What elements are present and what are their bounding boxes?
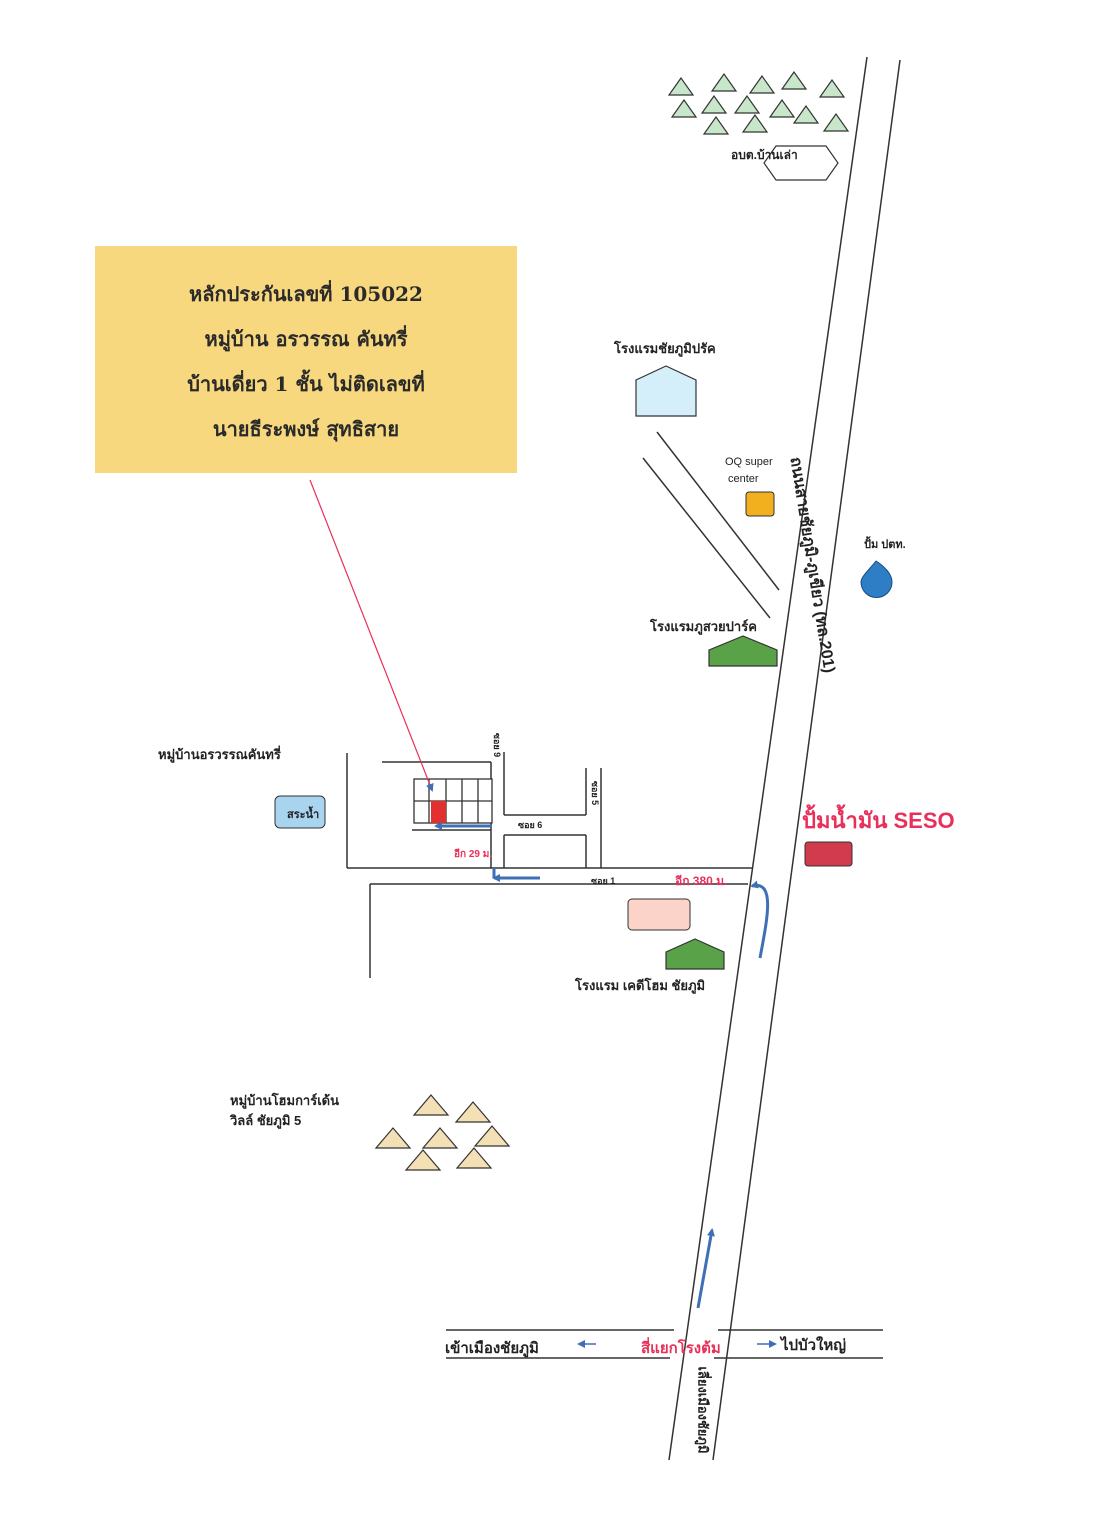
pointer-line bbox=[309, 479, 434, 792]
owner-name: นายธีระพงษ์ สุทธิสาย bbox=[212, 417, 400, 441]
pink-building-icon bbox=[627, 898, 691, 931]
village-house-grid bbox=[413, 778, 493, 824]
collateral-number: หลักประกันเลขที่ 105022 bbox=[189, 282, 423, 306]
label-ptt-pump: ปั้ม ปตท. bbox=[864, 539, 906, 551]
hotel-kd-icon bbox=[665, 938, 725, 970]
label-to-city: เข้าเมืองชัยภูมิ bbox=[445, 1340, 539, 1357]
obt-office-shape bbox=[763, 145, 839, 181]
label-hotel-chaiyaphum-park: โรงแรมชัยภูมิปรัค bbox=[614, 341, 716, 356]
label-bypass: เลี่ยงเมืองชัยภูมิ bbox=[695, 1366, 711, 1454]
main-road bbox=[668, 56, 901, 1461]
label-oq-line2: center bbox=[728, 473, 759, 485]
label-to-buayai: ไปบัวใหญ่ bbox=[781, 1337, 847, 1354]
cross-road bbox=[446, 1329, 883, 1359]
soi1-road bbox=[346, 753, 752, 978]
target-house bbox=[431, 801, 446, 823]
label-pond: สระน้ำ bbox=[287, 809, 320, 821]
collateral-info-box: หลักประกันเลขที่ 105022 หมู่บ้าน อรวรรณ … bbox=[95, 246, 517, 473]
side-road-hotel bbox=[642, 431, 780, 619]
label-obt: อบต.บ้านเล่า bbox=[731, 148, 798, 162]
label-soi9: ซอย 9 bbox=[492, 732, 502, 758]
hotel-chaiyaphum-park-icon bbox=[635, 365, 697, 417]
route-arrows bbox=[434, 822, 777, 1348]
label-soi1: ซอย 1 bbox=[591, 876, 616, 886]
village-home-garden-triangles bbox=[374, 1094, 511, 1171]
house-type: บ้านเดี่ยว 1 ชั้น ไม่ติดเลขที่ bbox=[187, 372, 425, 396]
label-oq-line1: OQ super bbox=[725, 456, 773, 468]
forest-triangles bbox=[667, 70, 850, 135]
label-hotel-kd: โรงแรม เคดีโฮม ชัยภูมิ bbox=[575, 978, 706, 993]
label-home-garden-1: หมู่บ้านโฮมการ์เด้น bbox=[230, 1093, 339, 1108]
oq-supercenter-icon bbox=[745, 491, 775, 517]
label-village-orawan: หมู่บ้านอรวรรณคันทรี่ bbox=[158, 747, 281, 762]
label-dist-380: อีก 380 ม. bbox=[675, 874, 728, 888]
pond-icon bbox=[274, 795, 326, 829]
label-intersection: สี่แยกโรงต้ม bbox=[641, 1340, 721, 1357]
label-dist-29: อีก 29 ม. bbox=[454, 849, 493, 860]
label-soi5: ซอย 5 bbox=[590, 780, 600, 806]
label-seso: ปั้มน้ำมัน SESO bbox=[802, 808, 955, 833]
label-home-garden-2: วิลล์ ชัยภูมิ 5 bbox=[230, 1113, 302, 1128]
seso-pump-icon bbox=[804, 841, 853, 867]
label-hotel-phusuay: โรงแรมภูสวยปาร์ค bbox=[650, 619, 757, 634]
ptt-pump-icon bbox=[860, 560, 893, 598]
hotel-phusuay-icon bbox=[708, 635, 778, 667]
label-soi6: ซอย 6 bbox=[518, 820, 543, 830]
village-name: หมู่บ้าน อรวรรณ คันทรี่ bbox=[204, 327, 408, 351]
